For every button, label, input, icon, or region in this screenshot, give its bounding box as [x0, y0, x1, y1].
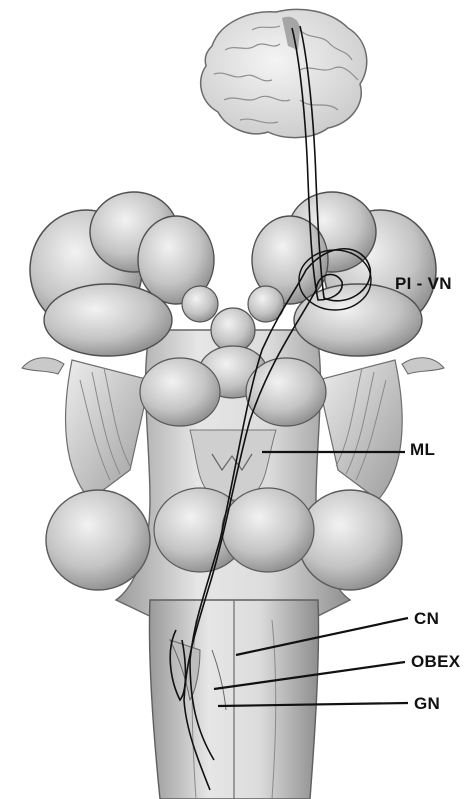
label-cn: CN: [414, 609, 439, 629]
label-pi-vn: PI - VN: [395, 274, 452, 294]
label-ml: ML: [410, 440, 435, 460]
cerebral-cortex: [201, 9, 367, 137]
brainstem-body: [22, 192, 444, 799]
label-obex: OBEX: [411, 652, 460, 672]
label-gn: GN: [414, 694, 440, 714]
